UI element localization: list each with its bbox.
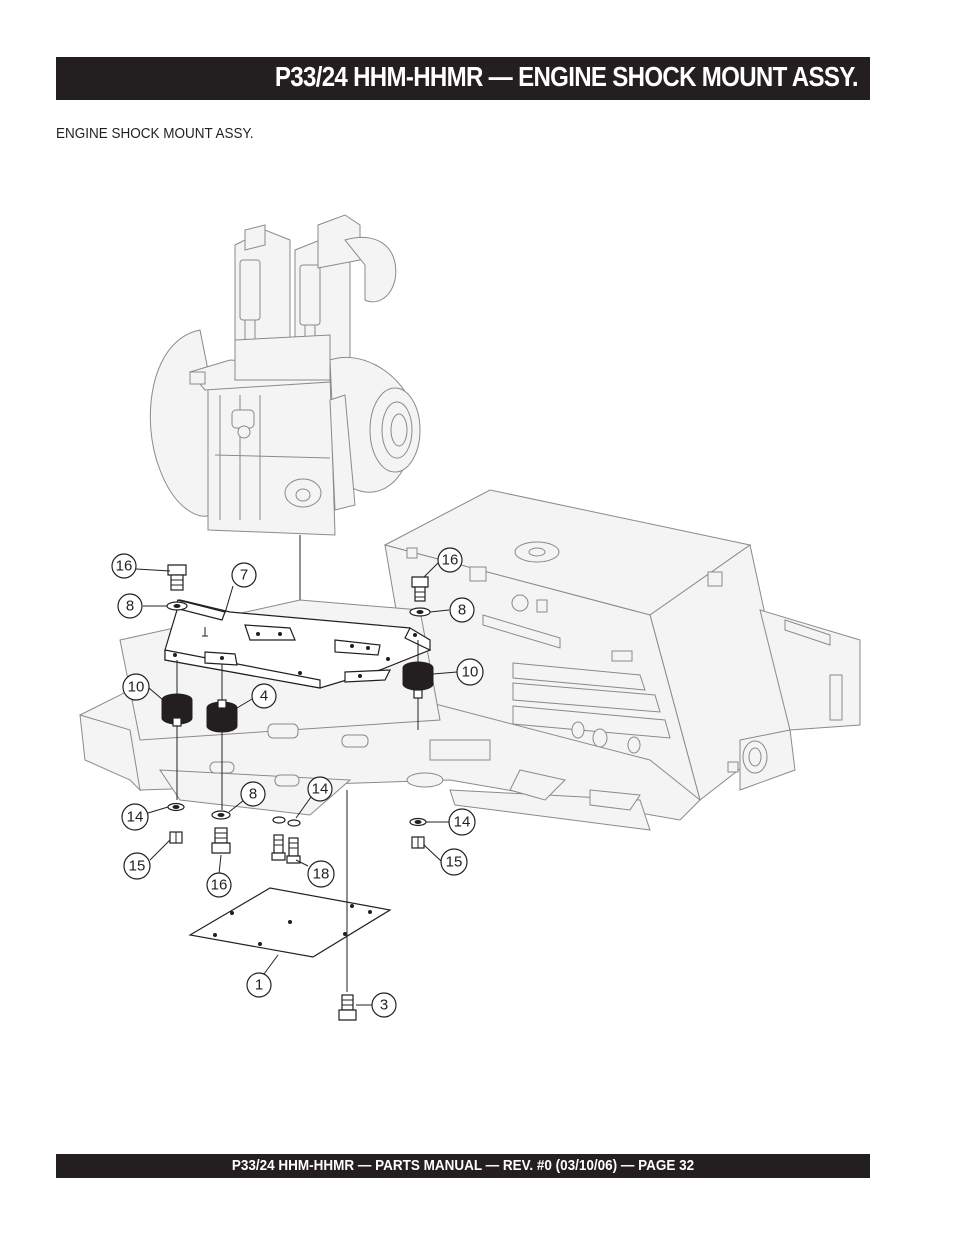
callout-16-bottom: 16 — [206, 872, 232, 898]
callout-label: 16 — [442, 552, 459, 569]
callout-label: 14 — [454, 814, 471, 831]
washer-8-right-top — [409, 607, 431, 617]
callout-label: 14 — [127, 809, 144, 826]
callout-10-right: 10 — [456, 658, 484, 686]
callout-8-left-top: 8 — [117, 593, 143, 619]
page-header-bar: P33/24 HHM-HHMR — ENGINE SHOCK MOUNT ASS… — [56, 57, 870, 100]
page-footer-bar: P33/24 HHM-HHMR — PARTS MANUAL — REV. #0… — [56, 1154, 870, 1178]
callout-15-right: 15 — [440, 848, 468, 876]
bolt-16-left-top — [167, 564, 187, 591]
engine-mount-plate — [164, 599, 432, 689]
footer-text: P33/24 HHM-HHMR — PARTS MANUAL — REV. #0… — [231, 1157, 695, 1174]
callout-label: 16 — [211, 877, 228, 894]
callout-15-left: 15 — [123, 852, 151, 880]
lockwasher-14-left — [167, 802, 185, 812]
nut-15-right — [411, 836, 425, 849]
callout-label: 8 — [126, 598, 134, 615]
bolt-16-bottom — [211, 827, 231, 854]
washer-8-left-top — [166, 601, 188, 611]
callout-label: 15 — [446, 854, 463, 871]
nut-15-left — [169, 831, 183, 844]
shock-mount-right — [402, 640, 434, 730]
callout-18: 18 — [307, 860, 335, 888]
bolt-3 — [338, 994, 357, 1021]
callout-4: 4 — [251, 683, 277, 709]
callout-label: 8 — [458, 602, 466, 619]
callout-14-right: 14 — [448, 808, 476, 836]
lockwasher-14-right — [409, 817, 427, 827]
callout-8-bottom: 8 — [240, 781, 266, 807]
callout-7: 7 — [231, 562, 257, 588]
lockwasher-14-center — [272, 816, 301, 827]
callout-10-left: 10 — [122, 673, 150, 701]
shock-mount-center — [206, 664, 238, 810]
callout-label: 15 — [129, 858, 146, 875]
callout-16-right-top: 16 — [437, 547, 463, 573]
callout-label: 10 — [128, 679, 145, 696]
callout-label: 7 — [240, 567, 248, 584]
callout-14-left: 14 — [121, 803, 149, 831]
callout-label: 14 — [312, 781, 329, 798]
section-label: ENGINE SHOCK MOUNT ASSY. — [56, 125, 254, 142]
washer-8-bottom — [211, 810, 231, 820]
callout-3: 3 — [371, 992, 397, 1018]
callout-14-center: 14 — [307, 776, 333, 802]
page-title: P33/24 HHM-HHMR — ENGINE SHOCK MOUNT ASS… — [275, 61, 859, 92]
callout-label: 8 — [249, 786, 257, 803]
engine-illustration — [149, 214, 421, 670]
shock-mount-left — [161, 660, 193, 800]
callout-label: 3 — [380, 997, 388, 1014]
callout-label: 1 — [255, 977, 263, 994]
cover-plate — [188, 790, 392, 992]
callout-label: 4 — [260, 688, 268, 705]
callout-label: 18 — [313, 866, 330, 883]
callout-label: 16 — [116, 558, 133, 575]
callout-label: 10 — [462, 664, 479, 681]
callout-leaders — [135, 562, 458, 1006]
callout-8-right-top: 8 — [449, 597, 475, 623]
callout-1: 1 — [246, 972, 272, 998]
bolt-16-right-top — [411, 576, 429, 602]
callout-16-left-top: 16 — [111, 553, 137, 579]
bolt-18-pair — [271, 834, 301, 864]
